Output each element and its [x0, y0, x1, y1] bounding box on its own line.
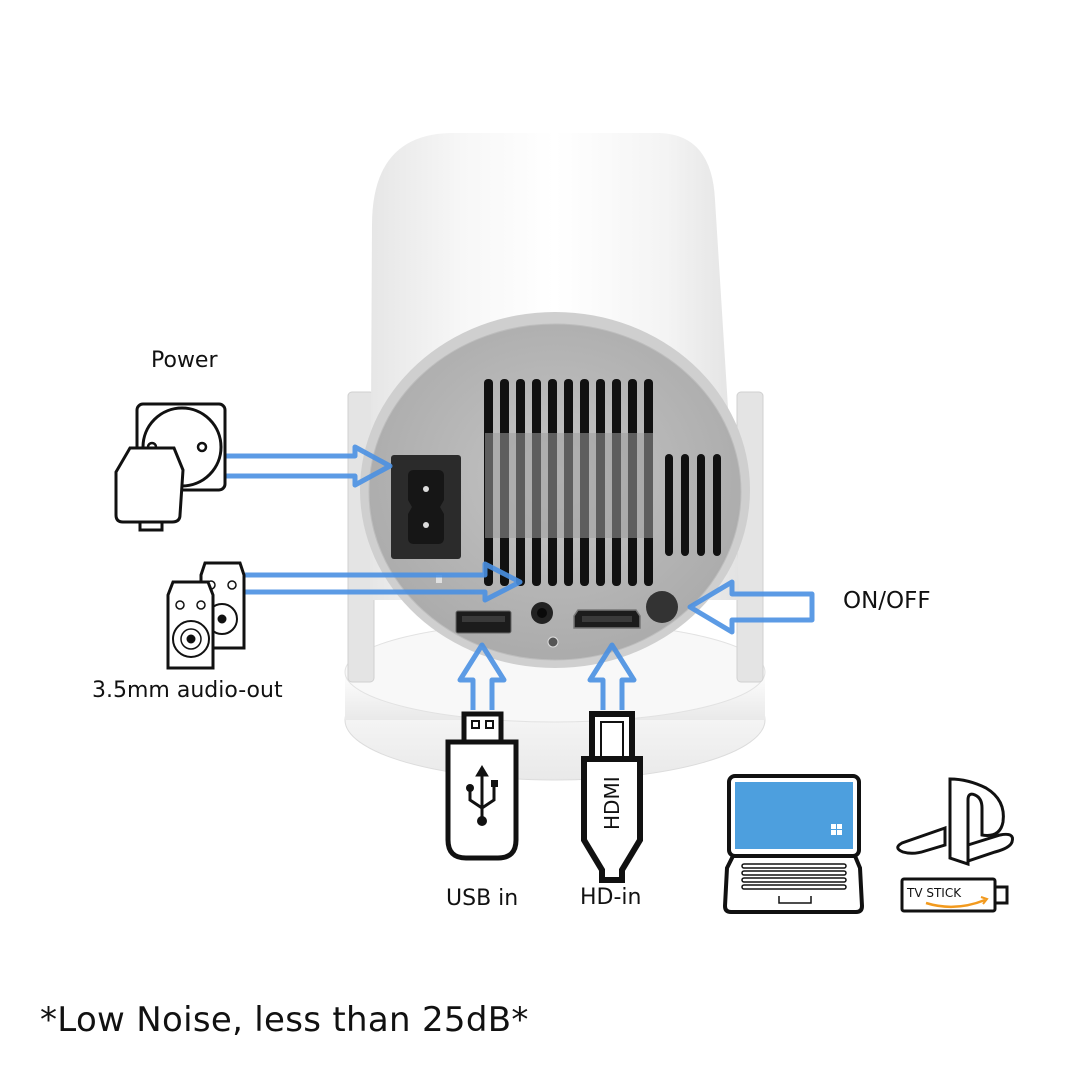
screw — [547, 636, 559, 648]
footer-note: *Low Noise, less than 25dB* — [40, 1000, 529, 1040]
playstation-logo-icon — [896, 777, 1014, 867]
speakers-icon — [166, 561, 246, 670]
on-off-label: ON/OFF — [843, 588, 931, 614]
projector — [344, 133, 766, 781]
usb-arrow — [457, 642, 507, 710]
usb-in-label: USB in — [446, 886, 519, 911]
power-button[interactable] — [646, 591, 678, 623]
audio-jack-port — [531, 602, 553, 624]
amazon-smile — [925, 898, 986, 909]
vent-grille-side — [665, 454, 721, 556]
tv-stick-label: TV STICK — [906, 886, 962, 900]
hdmi-arrow — [587, 642, 637, 710]
power-label: Power — [151, 348, 218, 373]
windows-logo-icon — [831, 824, 842, 835]
power-plug-icon — [114, 402, 227, 532]
hdmi-plug-icon: HDMI — [581, 711, 643, 883]
audio-out-label: 3.5mm audio-out — [92, 678, 283, 703]
hdmi-port — [573, 609, 641, 629]
power-button-arrow — [687, 579, 815, 635]
hd-in-label: HD-in — [580, 885, 642, 910]
laptop-icon — [722, 774, 865, 914]
connection-arrows — [225, 444, 815, 710]
hdmi-plug-label: HDMI — [600, 776, 624, 830]
usb-port — [455, 610, 512, 634]
audio-arrow — [245, 561, 523, 603]
power-arrow — [225, 444, 393, 488]
power-inlet-port — [391, 455, 461, 559]
tv-stick-icon: TV STICK — [900, 877, 1009, 913]
usb-stick-icon — [445, 711, 519, 861]
